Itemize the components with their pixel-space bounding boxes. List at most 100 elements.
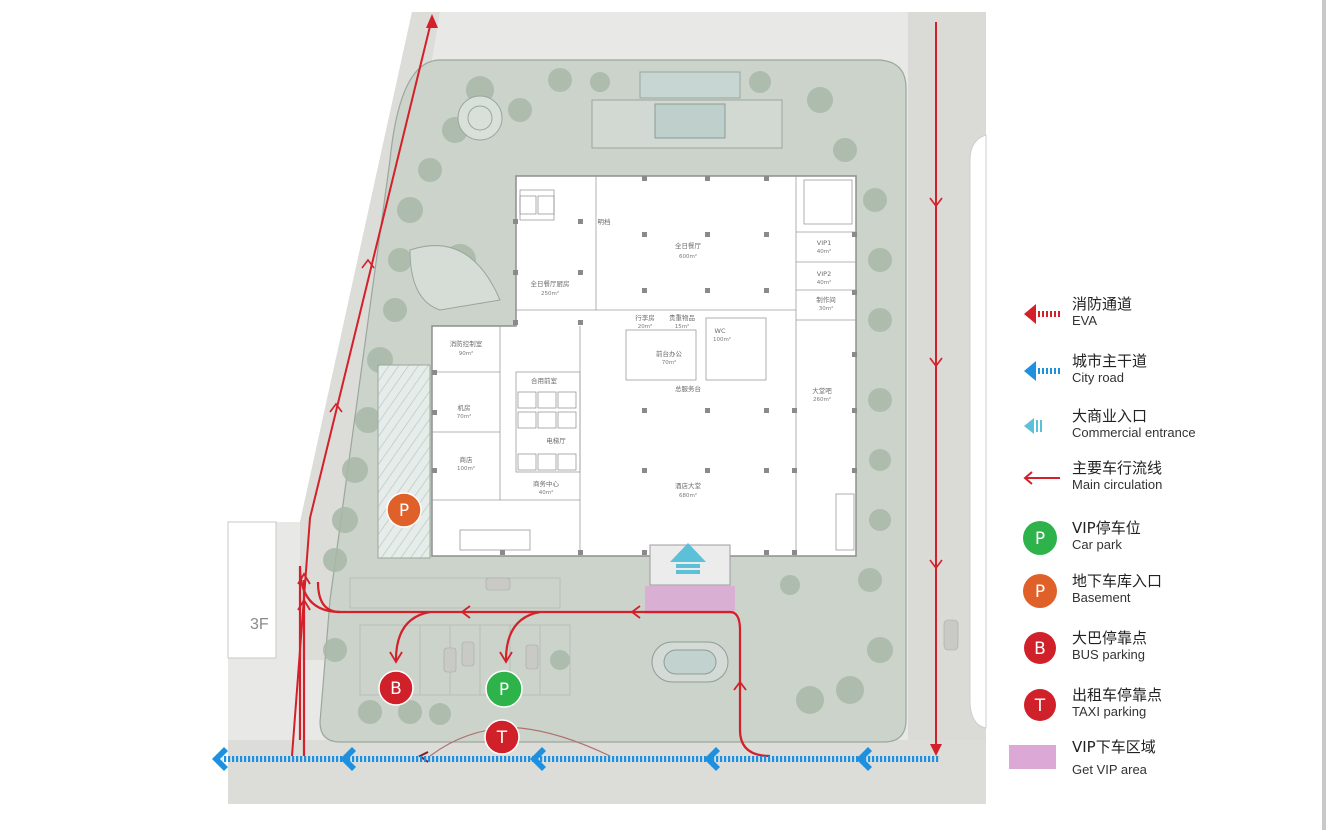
legend-label-en: Main circulation (1072, 477, 1163, 492)
room-name: VIP1 (817, 239, 831, 247)
room-name: 全日餐厅 (675, 241, 702, 250)
vip-area-swatch-icon (1009, 745, 1056, 769)
room-area: 100m² (713, 336, 731, 343)
room-name: VIP2 (817, 270, 831, 278)
room-name: 电梯厅 (546, 436, 566, 445)
legend-label-zh: 消防通道 (1072, 295, 1133, 313)
eva-arrow-icon (930, 744, 942, 756)
legend-label-zh: VIP停车位 (1072, 519, 1141, 537)
adjacent-building (227, 521, 277, 659)
main-circulation (298, 565, 771, 758)
room-name: 前台办公 (656, 349, 683, 358)
room-area: 600m² (679, 253, 697, 260)
legend-label-zh: 大商业入口 (1072, 407, 1148, 425)
legend-label-zh: 地下车库入口 (1072, 572, 1163, 590)
basement-entrance-marker: P (386, 492, 422, 528)
parked-cars (443, 577, 959, 673)
room-area: 40m² (817, 279, 832, 286)
legend-label-en: Car park (1072, 537, 1122, 552)
eva-arrow-icon (426, 14, 438, 28)
city-road-arrow-icon (1024, 361, 1060, 381)
room-area: 90m² (459, 350, 474, 357)
floor-label: 3F (250, 616, 269, 633)
room-name: 酒店大堂 (675, 481, 702, 490)
room-name: 合用前室 (531, 376, 558, 385)
taxi-stop-marker: T (484, 719, 520, 755)
vip-parking-icon (485, 670, 523, 708)
commercial-entrance-icon (670, 543, 706, 574)
room-name: 贵重物品 (669, 313, 695, 322)
room-name: 商务中心 (533, 479, 560, 488)
legend-marker-letter: P (1035, 582, 1045, 602)
city-road-arrow-icon (856, 747, 872, 771)
vip-parking-icon: P (1023, 521, 1057, 555)
room-name: 制作间 (816, 295, 836, 304)
eva-arrow-icon (1024, 304, 1060, 324)
legend-label-zh: 主要车行流线 (1072, 459, 1163, 477)
room-name: WC (715, 327, 726, 335)
city-road (222, 756, 940, 762)
bus-stop-icon (378, 670, 414, 706)
vip-parking-marker: P (485, 670, 523, 708)
bus-stop-icon: B (1024, 632, 1056, 664)
legend-marker-letter: T (1034, 696, 1046, 716)
room-name: 机房 (458, 403, 471, 412)
room-area: 40m² (817, 248, 832, 255)
legend-label-zh: 大巴停靠点 (1072, 629, 1148, 647)
room-name: 明档 (598, 217, 611, 226)
marker-letter: P (399, 501, 409, 521)
site-plan: 3F (212, 12, 987, 804)
room-area: 40m² (539, 489, 554, 496)
legend-label-en: BUS parking (1072, 647, 1145, 662)
hatched-parking (377, 364, 431, 559)
marker-letter: B (390, 679, 402, 699)
city-road-arrow-icon (530, 747, 546, 771)
basement-entrance-icon (386, 492, 422, 528)
legend-marker-letter: P (1035, 529, 1045, 549)
room-name: 消防控制室 (450, 339, 483, 348)
room-name: 行李房 (635, 313, 655, 322)
legend-label-en: City road (1072, 370, 1125, 385)
bus-stop-marker: B (378, 670, 414, 706)
legend-label-en: Basement (1072, 590, 1131, 605)
room-name: 商店 (460, 455, 474, 464)
legend-label-en: Get VIP area (1072, 762, 1147, 777)
legend-label-en: Commercial entrance (1072, 425, 1196, 440)
room-area: 20m² (638, 323, 653, 330)
room-name: 大堂吧 (812, 386, 832, 395)
room-labels: 全日餐厅 600m² 全日餐厅厨房 250m² 明档 VIP1 40m² VIP… (450, 217, 836, 499)
commercial-entrance-icon (1024, 418, 1042, 434)
room-area: 680m² (679, 492, 697, 499)
room-name: 全日餐厅厨房 (531, 279, 570, 288)
marker-letter: P (499, 680, 509, 700)
room-area: 70m² (662, 359, 677, 366)
marker-letter: T (496, 728, 508, 748)
legend-label-en: EVA (1072, 313, 1098, 328)
room-area: 260m² (813, 396, 831, 403)
room-name: 总服务台 (675, 384, 701, 393)
page-edge-bar (1322, 0, 1326, 830)
taxi-stop-icon (484, 719, 520, 755)
fountain (457, 95, 503, 141)
legend-label-en: TAXI parking (1072, 704, 1147, 719)
legend-marker-letter: B (1034, 639, 1046, 659)
legend-label-zh: 出租车停靠点 (1072, 686, 1163, 704)
main-circulation-arrow-icon (1023, 471, 1060, 485)
room-area: 250m² (541, 290, 559, 297)
room-area: 15m² (675, 323, 690, 330)
basement-entrance-icon: P (1023, 574, 1057, 608)
legend-label-zh: 城市主干道 (1072, 352, 1148, 370)
room-area: 100m² (457, 465, 475, 472)
bottom-road (228, 740, 986, 804)
room-area: 70m² (457, 413, 472, 420)
city-road-arrow-icon (704, 747, 720, 771)
vip-dropoff-area (645, 586, 735, 614)
